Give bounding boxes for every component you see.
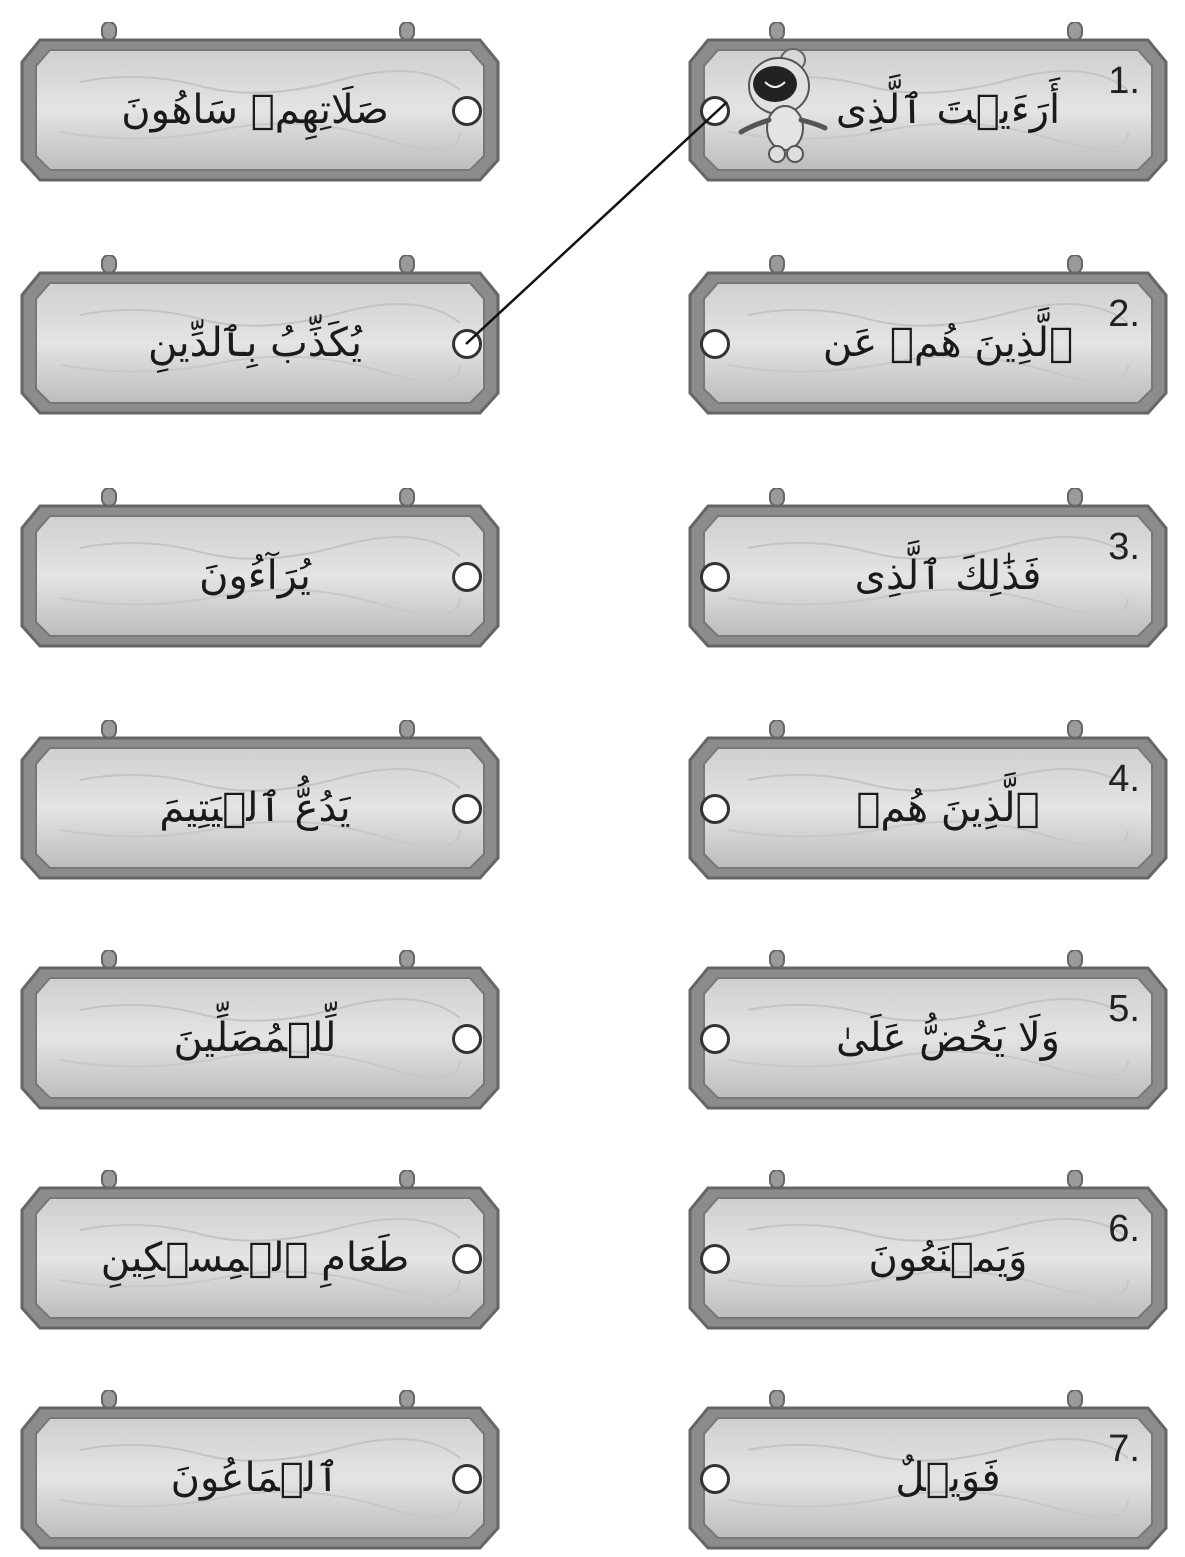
item-number: 7. (1108, 1428, 1140, 1470)
plaque-board (688, 22, 1168, 182)
answer-text: يُرَآءُونَ (199, 553, 311, 599)
plaque-board (688, 488, 1168, 648)
item-number: 3. (1108, 526, 1140, 568)
item-number: 5. (1108, 988, 1140, 1030)
circle-dot-icon[interactable] (700, 794, 730, 824)
plaque-board (20, 950, 500, 1110)
question-plaque-2: 2. ٱلَّذِينَ هُمۡ عَن (688, 255, 1168, 415)
answer-text: ٱلۡمَاعُونَ (170, 1455, 340, 1501)
item-number: 1. (1108, 60, 1140, 102)
item-number: 6. (1108, 1208, 1140, 1250)
circle-dot-icon[interactable] (700, 1464, 730, 1494)
question-plaque-5: 5. وَلَا يَحُضُّ عَلَىٰ (688, 950, 1168, 1110)
question-text: فَوَيۡلٌ (895, 1455, 1001, 1501)
question-text: ٱلَّذِينَ هُمۡ (856, 785, 1040, 831)
circle-dot-icon[interactable] (452, 1464, 482, 1494)
plaque-board (20, 1170, 500, 1330)
answer-plaque-6: طَعَامِ ٱلۡمِسۡكِينِ (20, 1170, 500, 1330)
plaque-board (20, 720, 500, 880)
circle-dot-icon[interactable] (452, 329, 482, 359)
question-plaque-1: 1. أَرَءَيۡتَ ٱلَّذِى (688, 22, 1168, 182)
plaque-board (20, 1390, 500, 1550)
question-plaque-7: 7. فَوَيۡلٌ (688, 1390, 1168, 1550)
question-text: وَيَمۡنَعُونَ (868, 1235, 1028, 1281)
answer-plaque-5: لِّلۡمُصَلِّينَ (20, 950, 500, 1110)
plaque-board (688, 1170, 1168, 1330)
plaque-board (688, 1390, 1168, 1550)
question-text: أَرَءَيۡتَ ٱلَّذِى (835, 87, 1061, 133)
question-plaque-3: 3. فَذَٰلِكَ ٱلَّذِى (688, 488, 1168, 648)
answer-plaque-1: صَلَاتِهِمۡ سَاهُونَ (20, 22, 500, 182)
question-text: ٱلَّذِينَ هُمۡ عَن (822, 320, 1074, 366)
item-number: 4. (1108, 758, 1140, 800)
circle-dot-icon[interactable] (700, 96, 730, 126)
robot-mascot-icon (738, 48, 828, 163)
circle-dot-icon[interactable] (452, 562, 482, 592)
answer-plaque-4: يَدُعُّ ٱلۡيَتِيمَ (20, 720, 500, 880)
answer-text: صَلَاتِهِمۡ سَاهُونَ (121, 87, 389, 133)
plaque-board (20, 22, 500, 182)
answer-plaque-7: ٱلۡمَاعُونَ (20, 1390, 500, 1550)
answer-plaque-3: يُرَآءُونَ (20, 488, 500, 648)
question-text: وَلَا يَحُضُّ عَلَىٰ (836, 1015, 1060, 1061)
question-plaque-6: 6. وَيَمۡنَعُونَ (688, 1170, 1168, 1330)
item-number: 2. (1108, 293, 1140, 335)
question-text: فَذَٰلِكَ ٱلَّذِى (854, 553, 1042, 599)
plaque-board (688, 950, 1168, 1110)
circle-dot-icon[interactable] (452, 1024, 482, 1054)
circle-dot-icon[interactable] (452, 794, 482, 824)
answer-plaque-2: يُكَذِّبُ بِٱلدِّينِ (20, 255, 500, 415)
circle-dot-icon[interactable] (452, 1244, 482, 1274)
plaque-board (688, 720, 1168, 880)
circle-dot-icon[interactable] (700, 562, 730, 592)
answer-text: يَدُعُّ ٱلۡيَتِيمَ (159, 785, 351, 831)
circle-dot-icon[interactable] (700, 1024, 730, 1054)
answer-text: يُكَذِّبُ بِٱلدِّينِ (148, 320, 362, 366)
circle-dot-icon[interactable] (452, 96, 482, 126)
question-plaque-4: 4. ٱلَّذِينَ هُمۡ (688, 720, 1168, 880)
circle-dot-icon[interactable] (700, 1244, 730, 1274)
answer-text: لِّلۡمُصَلِّينَ (173, 1015, 337, 1061)
plaque-board (20, 255, 500, 415)
circle-dot-icon[interactable] (700, 329, 730, 359)
answer-text: طَعَامِ ٱلۡمِسۡكِينِ (100, 1235, 410, 1281)
plaque-board (20, 488, 500, 648)
